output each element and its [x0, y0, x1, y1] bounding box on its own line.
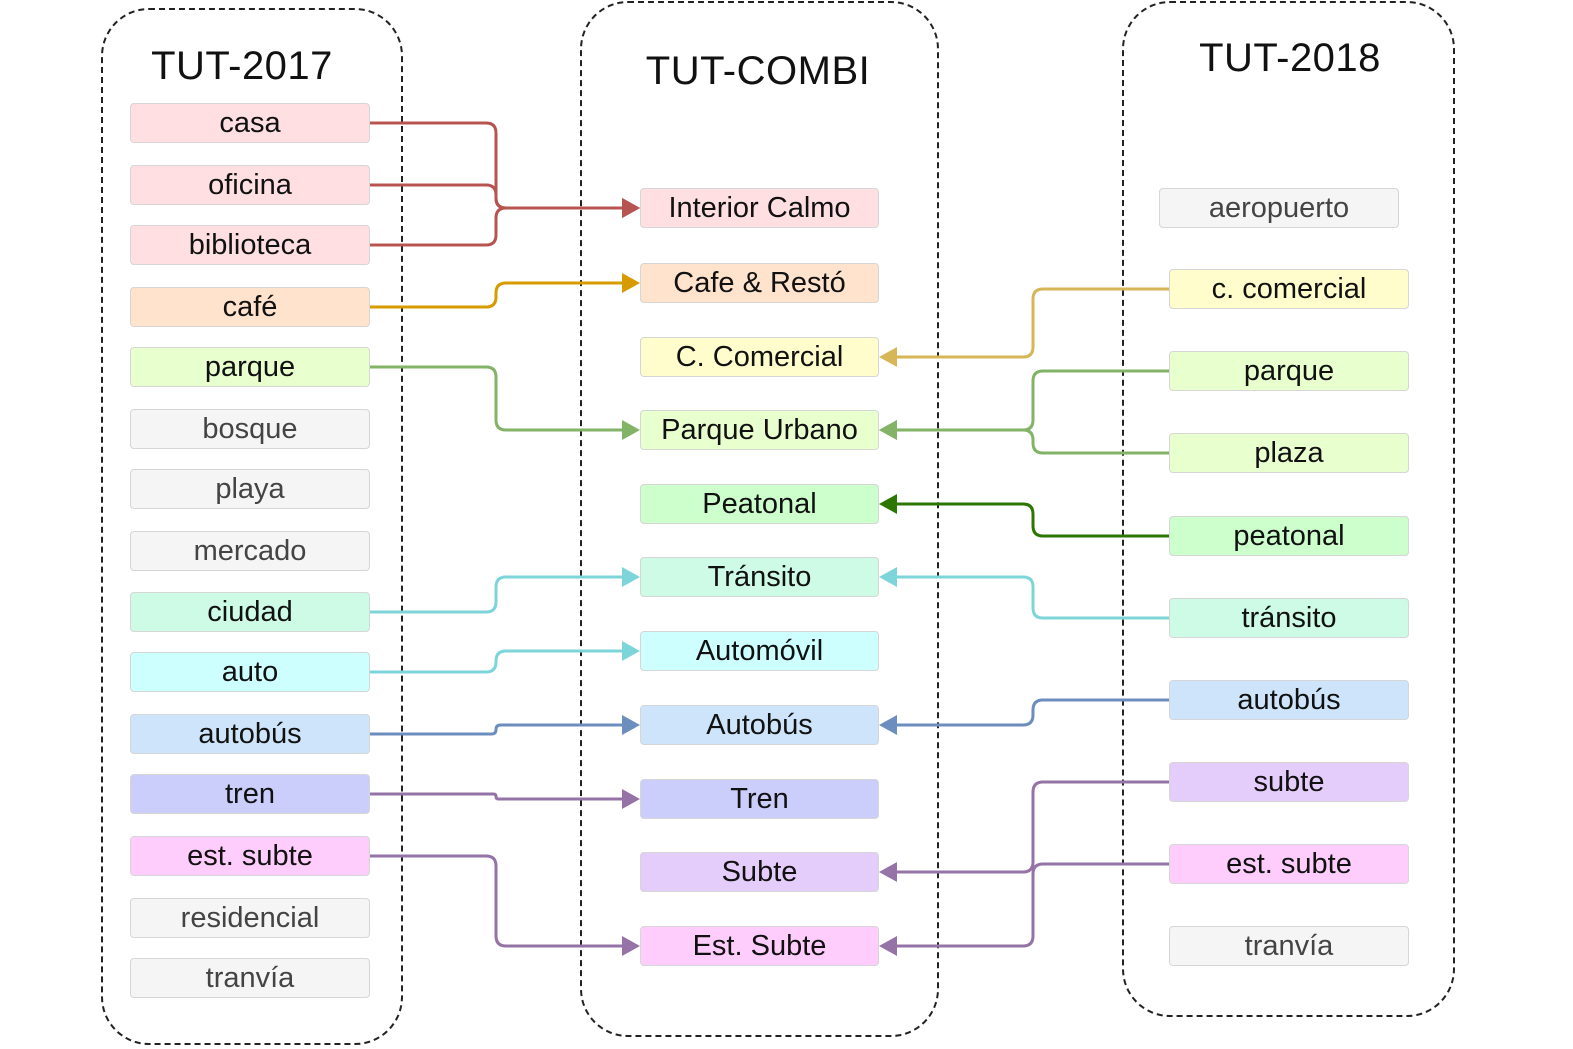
node-subte-combi[interactable]: Subte	[640, 852, 879, 892]
node-ciudad[interactable]: ciudad	[130, 592, 370, 632]
node-est-subte[interactable]: est. subte	[130, 836, 370, 876]
node-subte-2018[interactable]: subte	[1169, 762, 1409, 802]
node-biblioteca[interactable]: biblioteca	[130, 225, 370, 265]
node-peatonal-2018[interactable]: peatonal	[1169, 516, 1409, 556]
node-peatonal-combi[interactable]: Peatonal	[640, 484, 879, 524]
node-oficina[interactable]: oficina	[130, 165, 370, 205]
node-transito-2018[interactable]: tránsito	[1169, 598, 1409, 638]
node-parque[interactable]: parque	[130, 347, 370, 387]
group-title-tut-combi: TUT-COMBI	[645, 49, 871, 93]
node-residencial[interactable]: residencial	[130, 898, 370, 938]
node-auto[interactable]: auto	[130, 652, 370, 692]
node-cafe-resto[interactable]: Cafe & Restó	[640, 263, 879, 303]
group-title-tut-2018: TUT-2018	[1199, 36, 1381, 80]
node-aeropuerto[interactable]: aeropuerto	[1159, 188, 1399, 228]
node-tren[interactable]: tren	[130, 774, 370, 814]
node-est-subte-combi[interactable]: Est. Subte	[640, 926, 879, 966]
node-casa[interactable]: casa	[130, 103, 370, 143]
node-c-comercial-combi[interactable]: C. Comercial	[640, 337, 879, 377]
node-mercado[interactable]: mercado	[130, 531, 370, 571]
node-autobus[interactable]: autobús	[130, 714, 370, 754]
node-c-comercial-2018[interactable]: c. comercial	[1169, 269, 1409, 309]
node-parque-2018[interactable]: parque	[1169, 351, 1409, 391]
node-interior-calmo[interactable]: Interior Calmo	[640, 188, 879, 228]
node-autobus-2018[interactable]: autobús	[1169, 680, 1409, 720]
node-plaza[interactable]: plaza	[1169, 433, 1409, 473]
node-tranvia[interactable]: tranvía	[130, 958, 370, 998]
node-playa[interactable]: playa	[130, 469, 370, 509]
node-tranvia-2018[interactable]: tranvía	[1169, 926, 1409, 966]
node-parque-urbano[interactable]: Parque Urbano	[640, 410, 879, 450]
group-title-tut-2017: TUT-2017	[151, 44, 333, 88]
node-automovil[interactable]: Automóvil	[640, 631, 879, 671]
node-tren-combi[interactable]: Tren	[640, 779, 879, 819]
node-cafe[interactable]: café	[130, 287, 370, 327]
node-bosque[interactable]: bosque	[130, 409, 370, 449]
node-est-subte-2018[interactable]: est. subte	[1169, 844, 1409, 884]
node-autobus-combi[interactable]: Autobús	[640, 705, 879, 745]
node-transito-combi[interactable]: Tránsito	[640, 557, 879, 597]
group-tut-2017	[101, 8, 403, 1045]
